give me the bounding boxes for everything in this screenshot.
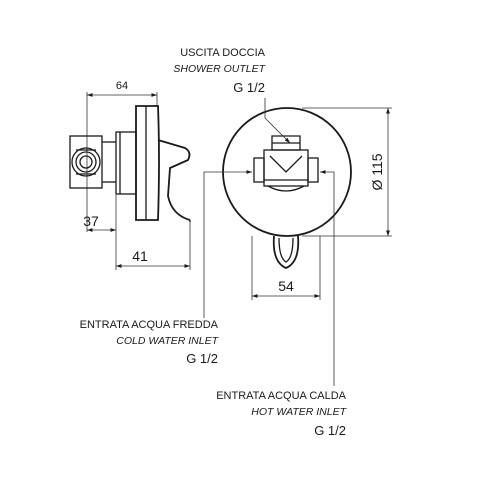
side-view: 64 37 41 <box>69 80 191 270</box>
leader-hot-inlet <box>320 170 335 386</box>
lever-front-inner <box>278 237 294 263</box>
dimension-lever-width: 54 <box>278 278 294 294</box>
label-shower-outlet-en: SHOWER OUTLET <box>173 63 266 75</box>
lever-front-outline <box>272 235 300 269</box>
inlet-nut-inner <box>75 151 97 173</box>
leader-shower-outlet <box>264 98 291 144</box>
dimension-lever-depth: 41 <box>132 248 148 264</box>
label-hot-inlet-thread: G 1/2 <box>314 423 346 438</box>
label-cold-inlet-thread: G 1/2 <box>186 351 218 366</box>
lever-profile <box>157 139 191 221</box>
front-view: Ø 115 54 <box>203 98 392 386</box>
valve-core-v <box>269 155 303 173</box>
valve-core-right-cap <box>307 157 319 183</box>
leader-cold-inlet <box>203 170 252 318</box>
label-cold-inlet-it: ENTRATA ACQUA FREDDA <box>80 319 219 331</box>
label-shower-outlet-it: USCITA DOCCIA <box>180 47 265 59</box>
wall-plate-profile <box>135 105 160 221</box>
label-cold-inlet: ENTRATA ACQUA FREDDA COLD WATER INLET G … <box>80 319 220 366</box>
label-hot-inlet-it: ENTRATA ACQUA CALDA <box>216 390 346 402</box>
label-hot-inlet-en: HOT WATER INLET <box>251 406 347 418</box>
dimension-plate-diameter: Ø 115 <box>369 153 385 190</box>
valve-core-left-cap <box>253 157 265 183</box>
valve-core-arc <box>267 185 305 192</box>
connector-block <box>69 135 103 189</box>
label-hot-inlet: ENTRATA ACQUA CALDA HOT WATER INLET G 1/… <box>216 390 347 438</box>
dimension-body-depth: 37 <box>83 213 99 229</box>
inlet-nut-outer <box>71 147 101 177</box>
label-shower-outlet: USCITA DOCCIA SHOWER OUTLET G 1/2 <box>173 47 266 95</box>
inlet-nut-core <box>79 155 93 169</box>
label-cold-inlet-en: COLD WATER INLET <box>116 335 219 347</box>
valve-body <box>115 131 137 195</box>
label-shower-outlet-thread: G 1/2 <box>233 80 265 95</box>
dimension-overall-depth: 64 <box>116 80 128 92</box>
